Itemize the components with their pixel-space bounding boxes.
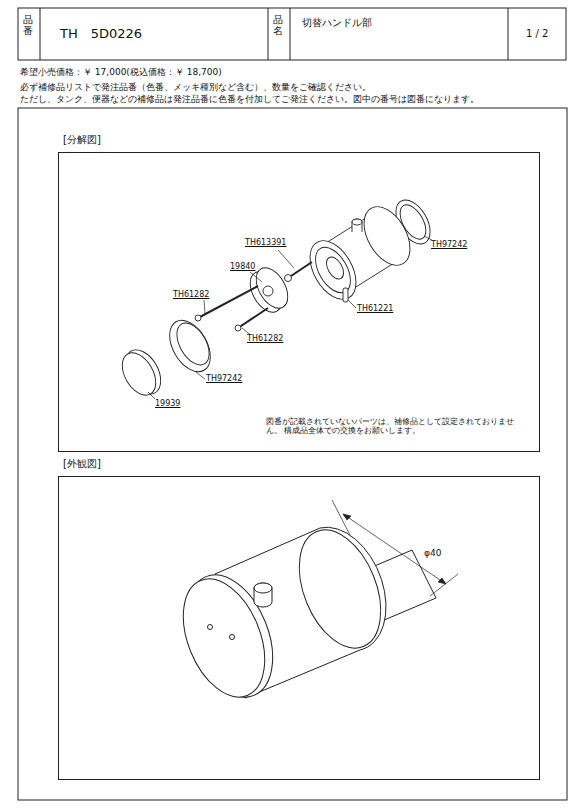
panel-heading: [分解図]	[63, 133, 101, 147]
callout-number: TH61221	[356, 304, 394, 313]
table-header: 品番	[23, 14, 33, 36]
callout-number: 19840	[229, 262, 256, 271]
price-text: 希望小売価格：￥ 17,000(税込価格：￥ 18,700)	[20, 67, 222, 77]
callout-number: TH97242	[205, 374, 243, 383]
callout-number: TH61282	[246, 334, 284, 343]
note-text: 図番が記載されていないパーツは、補修品として設定されておりません。 構成品全体で…	[266, 418, 528, 435]
view-panel: [分解図]	[58, 152, 540, 452]
page-number: 1 / 2	[526, 28, 548, 40]
note-text: ただし、タンク、便器などの補修品は発注品番に色番を付加してご発注ください。図中の…	[20, 94, 479, 104]
note-text: 必ず補修品リストで発注品番（色番、メッキ種別など含む）、数量をご確認ください。	[20, 82, 371, 92]
panel-heading: [外観図]	[63, 457, 101, 471]
table-header: 品名	[273, 14, 283, 36]
callout-number: TH97242	[430, 240, 468, 249]
part-name: 切替ハンドル部	[302, 17, 372, 29]
callout-number: 19939	[154, 399, 181, 408]
callout-number: TH613391	[244, 238, 287, 247]
callout-number: TH61282	[172, 290, 210, 299]
part-number: TH 5D0226	[60, 27, 142, 42]
dimension-label: φ40	[424, 548, 441, 558]
view-panel: [外観図]	[58, 476, 540, 780]
